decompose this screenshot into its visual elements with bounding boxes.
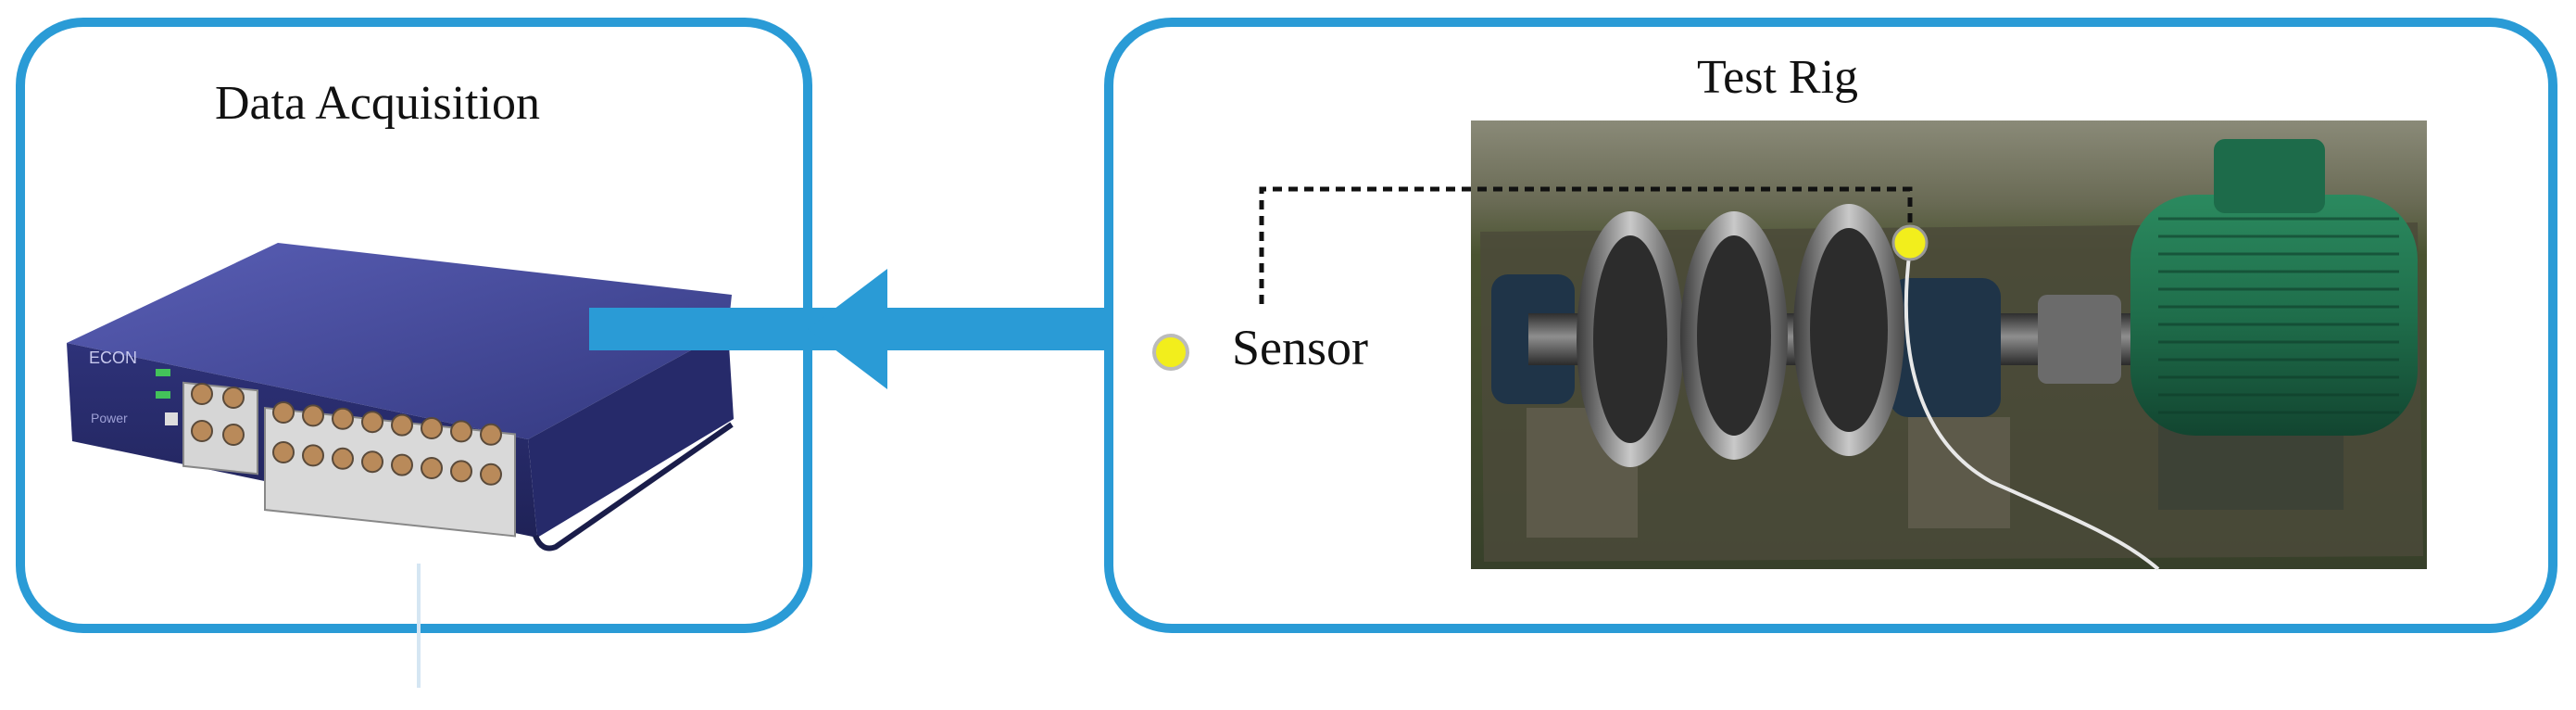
svg-text:ECON: ECON	[89, 349, 137, 367]
connector-port	[421, 417, 443, 439]
connector-port	[222, 387, 245, 409]
connector-port	[391, 453, 413, 476]
connector-port	[332, 447, 354, 470]
connector-port	[391, 413, 413, 437]
sensor-dot-icon	[1891, 224, 1929, 261]
test-rig-title: Test Rig	[1697, 51, 1859, 104]
connector-port	[480, 423, 502, 446]
connector-port	[450, 420, 472, 443]
connector-port	[302, 444, 324, 467]
connector-port	[332, 407, 354, 430]
legend-sensor-dot-icon	[1152, 334, 1189, 371]
connector-port	[272, 441, 295, 463]
connector-port	[191, 383, 213, 405]
connector-port	[191, 420, 213, 442]
test-rig-photo	[1471, 120, 2427, 571]
svg-text:Power: Power	[91, 411, 128, 425]
connector-port	[222, 424, 245, 446]
flow-arrow-icon	[589, 269, 1110, 389]
connector-port	[450, 460, 472, 483]
sensor-label: Sensor	[1232, 320, 1368, 375]
connector-port	[272, 401, 295, 424]
connector-port	[421, 457, 443, 479]
connector-port	[480, 463, 502, 486]
connector-port	[361, 411, 383, 434]
daq-connector-ports	[191, 383, 502, 486]
connector-port	[302, 404, 324, 427]
sensor-leader-line	[1259, 186, 1913, 304]
data-acquisition-title: Data Acquisition	[215, 77, 540, 130]
motor-cooling-fins	[2158, 217, 2399, 414]
connector-port	[361, 450, 383, 474]
